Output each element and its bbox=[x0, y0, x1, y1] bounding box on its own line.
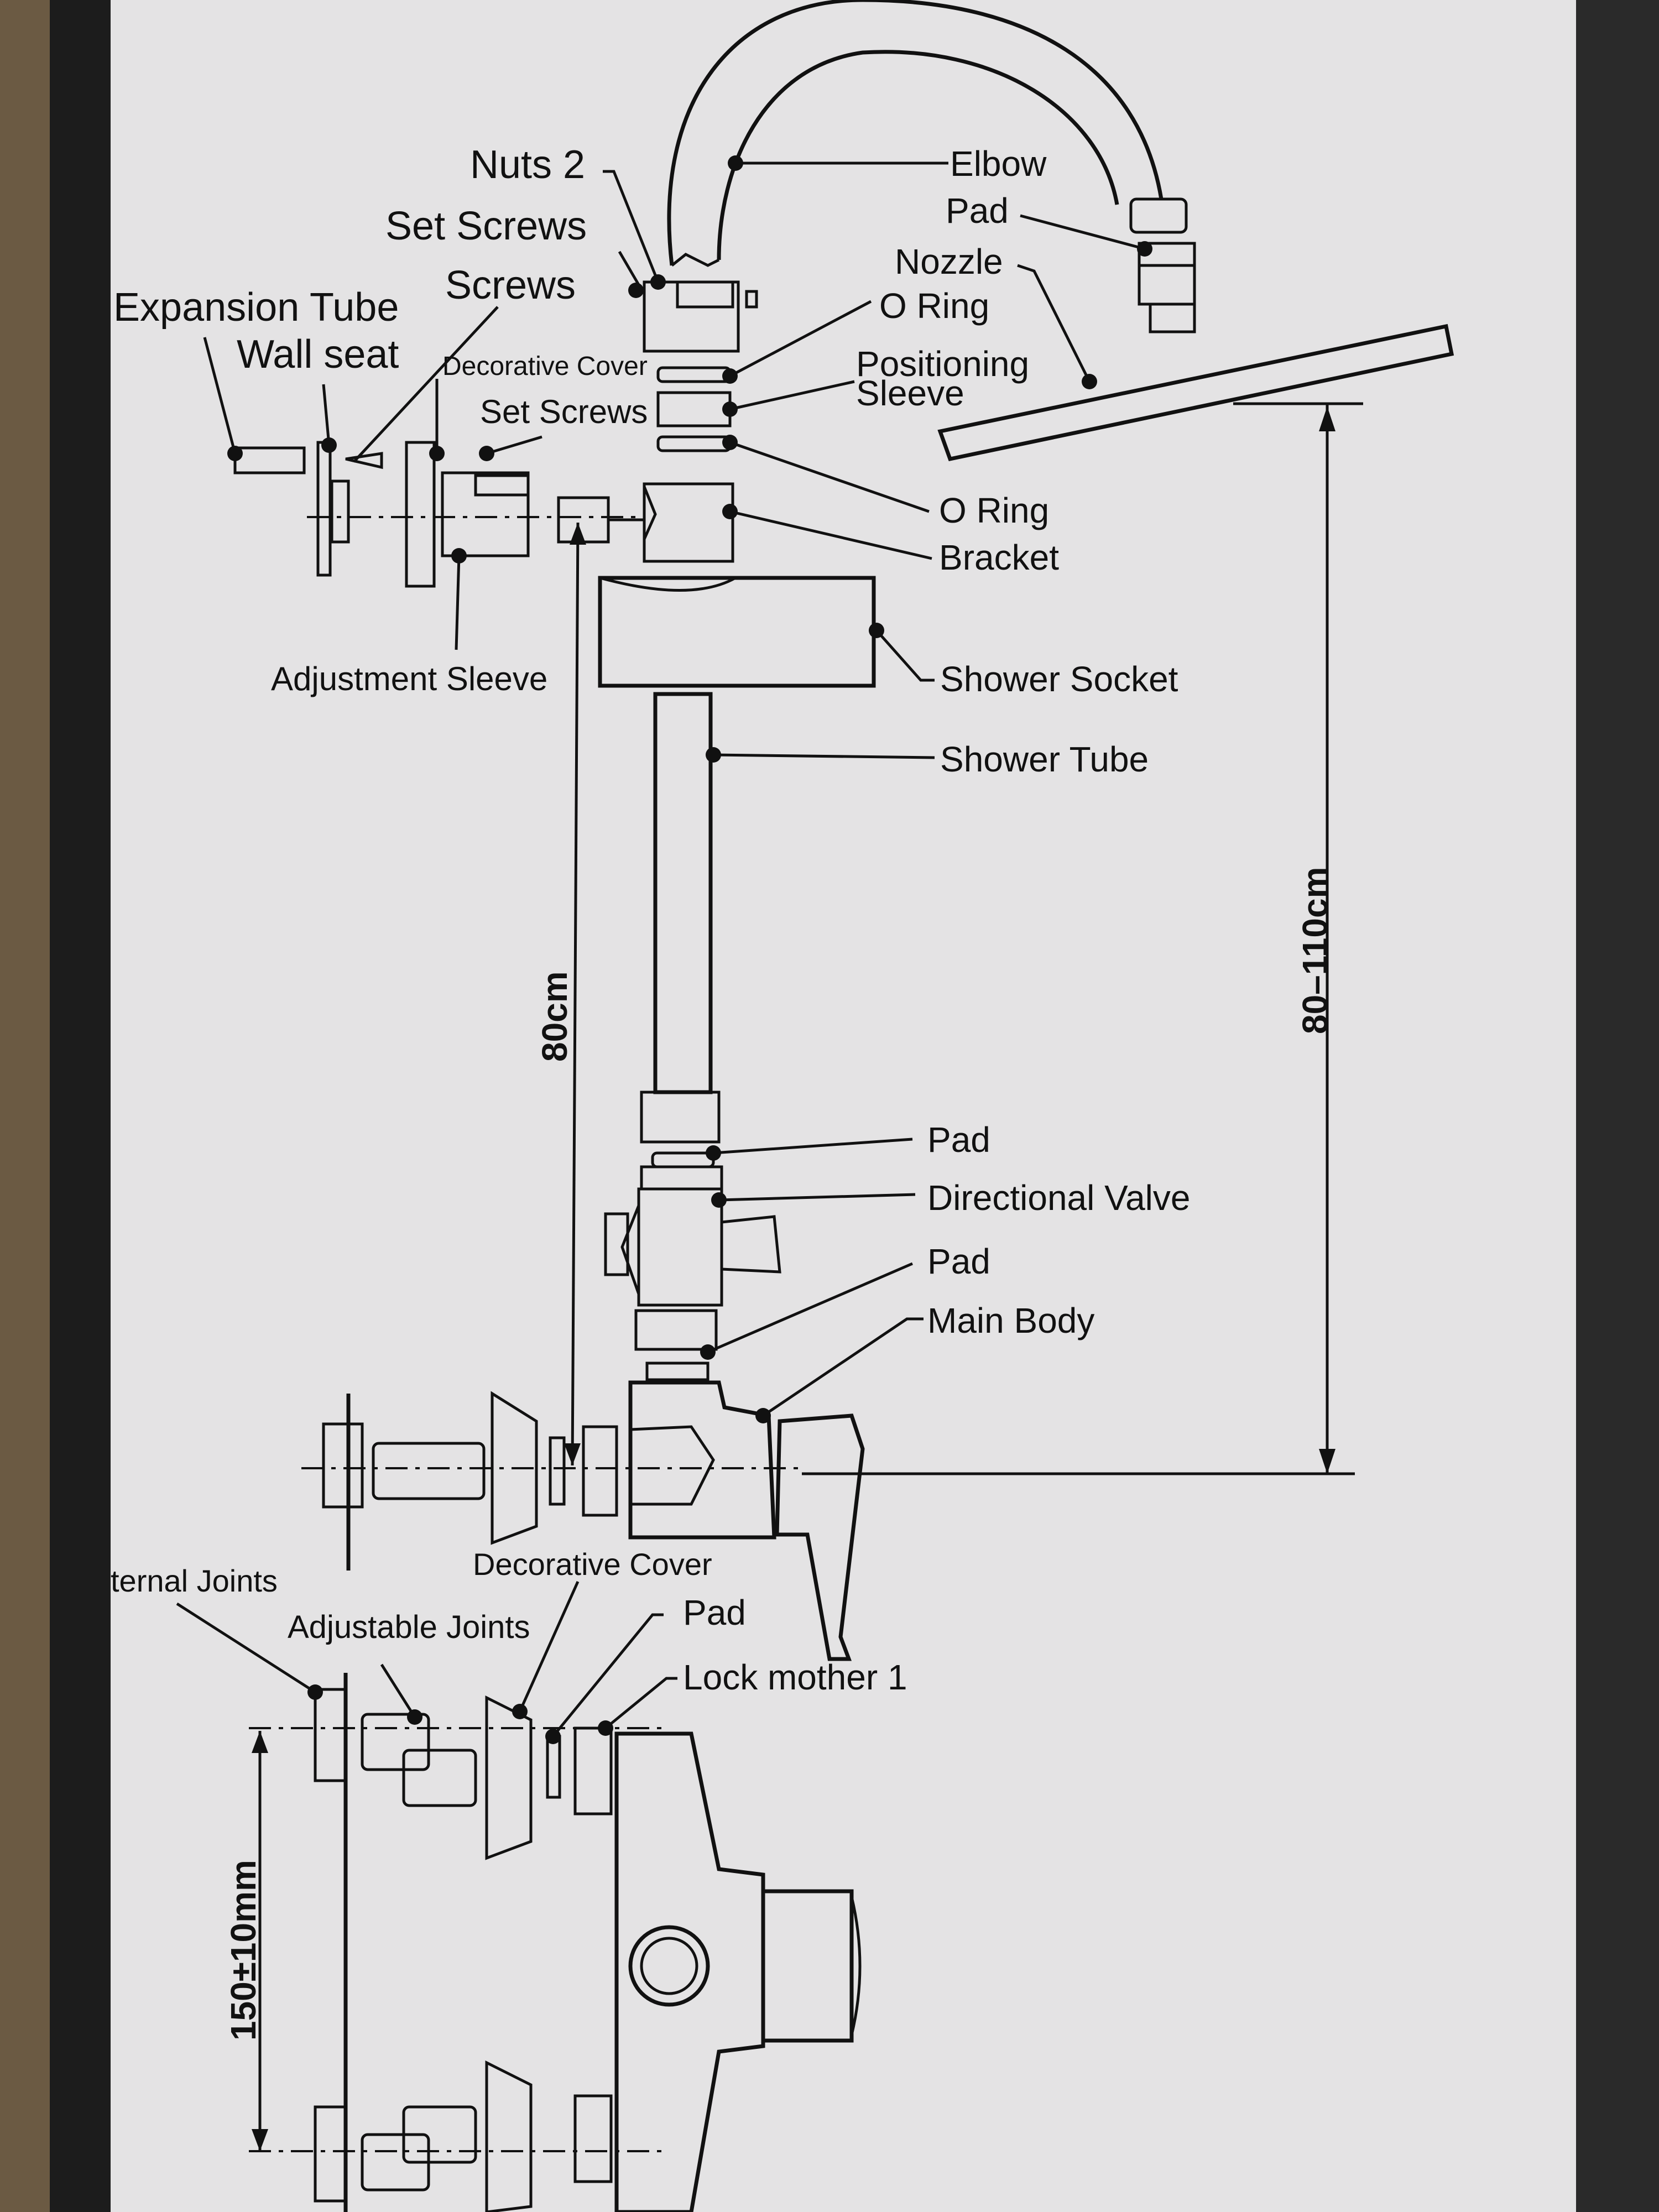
wall-bracket-parts bbox=[233, 441, 641, 588]
part-labels: Nuts 2 Elbow Pad Set Screws Nozzle Screw… bbox=[111, 143, 1190, 1697]
label-screws: Screws bbox=[445, 263, 576, 307]
label-pad-bottom: Pad bbox=[683, 1593, 746, 1632]
label-pad-valve-top: Pad bbox=[927, 1120, 990, 1160]
label-pad-top: Pad bbox=[946, 191, 1009, 231]
label-positioning: Positioning bbox=[856, 344, 1029, 384]
label-shower-tube: Shower Tube bbox=[940, 739, 1149, 779]
bracket bbox=[557, 482, 734, 563]
label-nozzle: Nozzle bbox=[895, 242, 1003, 281]
label-nuts-2: Nuts 2 bbox=[470, 143, 585, 187]
label-set-screws-mid: Set Screws bbox=[480, 393, 648, 430]
box-edge bbox=[1576, 0, 1659, 2212]
label-adjustment-sleeve: Adjustment Sleeve bbox=[271, 660, 547, 697]
box-panel bbox=[111, 0, 1576, 2212]
label-o-ring-top: O Ring bbox=[879, 286, 989, 326]
dimension-150mm bbox=[252, 1731, 268, 2151]
shower-socket bbox=[598, 576, 876, 688]
label-dimension-150mm: 150±10mm bbox=[223, 1860, 263, 2041]
leader-dots bbox=[227, 155, 1152, 1744]
nozzle-pad-parts bbox=[1129, 197, 1196, 333]
label-external-joints: ternal Joints bbox=[111, 1563, 278, 1598]
dimension-80cm bbox=[564, 522, 586, 1466]
label-main-body: Main Body bbox=[927, 1301, 1094, 1340]
label-o-ring-bottom: O Ring bbox=[939, 491, 1049, 530]
leader-lines bbox=[176, 161, 1145, 1738]
label-elbow: Elbow bbox=[950, 144, 1047, 184]
dimension-80-110cm bbox=[802, 402, 1363, 1475]
directional-valve bbox=[604, 1151, 781, 1381]
nuts-block bbox=[643, 280, 758, 353]
label-lock-mother: Lock mother 1 bbox=[683, 1657, 907, 1697]
label-decorative-cover-bottom: Decorative Cover bbox=[473, 1547, 712, 1582]
label-pad-valve-bottom: Pad bbox=[927, 1241, 990, 1281]
label-dimension-80-110cm: 80–110cm bbox=[1295, 867, 1335, 1034]
shower-tube bbox=[640, 692, 721, 1144]
label-expansion-tube: Expansion Tube bbox=[113, 285, 399, 330]
label-shower-socket: Shower Socket bbox=[940, 659, 1178, 699]
dimension-labels: 80cm 80–110cm 150±10mm bbox=[223, 867, 1335, 2041]
label-set-screws-top: Set Screws bbox=[385, 204, 587, 248]
label-decorative-cover-top: Decorative Cover bbox=[442, 352, 648, 381]
shower-head bbox=[937, 324, 1454, 462]
label-directional-valve: Directional Valve bbox=[927, 1178, 1190, 1218]
label-bracket: Bracket bbox=[939, 538, 1059, 577]
label-dimension-80cm: 80cm bbox=[535, 971, 575, 1062]
main-body-lower bbox=[249, 1673, 862, 2212]
label-adjustable-joints: Adjustable Joints bbox=[288, 1609, 530, 1645]
label-wall-seat: Wall seat bbox=[237, 332, 399, 377]
label-sleeve: Sleeve bbox=[856, 373, 964, 413]
